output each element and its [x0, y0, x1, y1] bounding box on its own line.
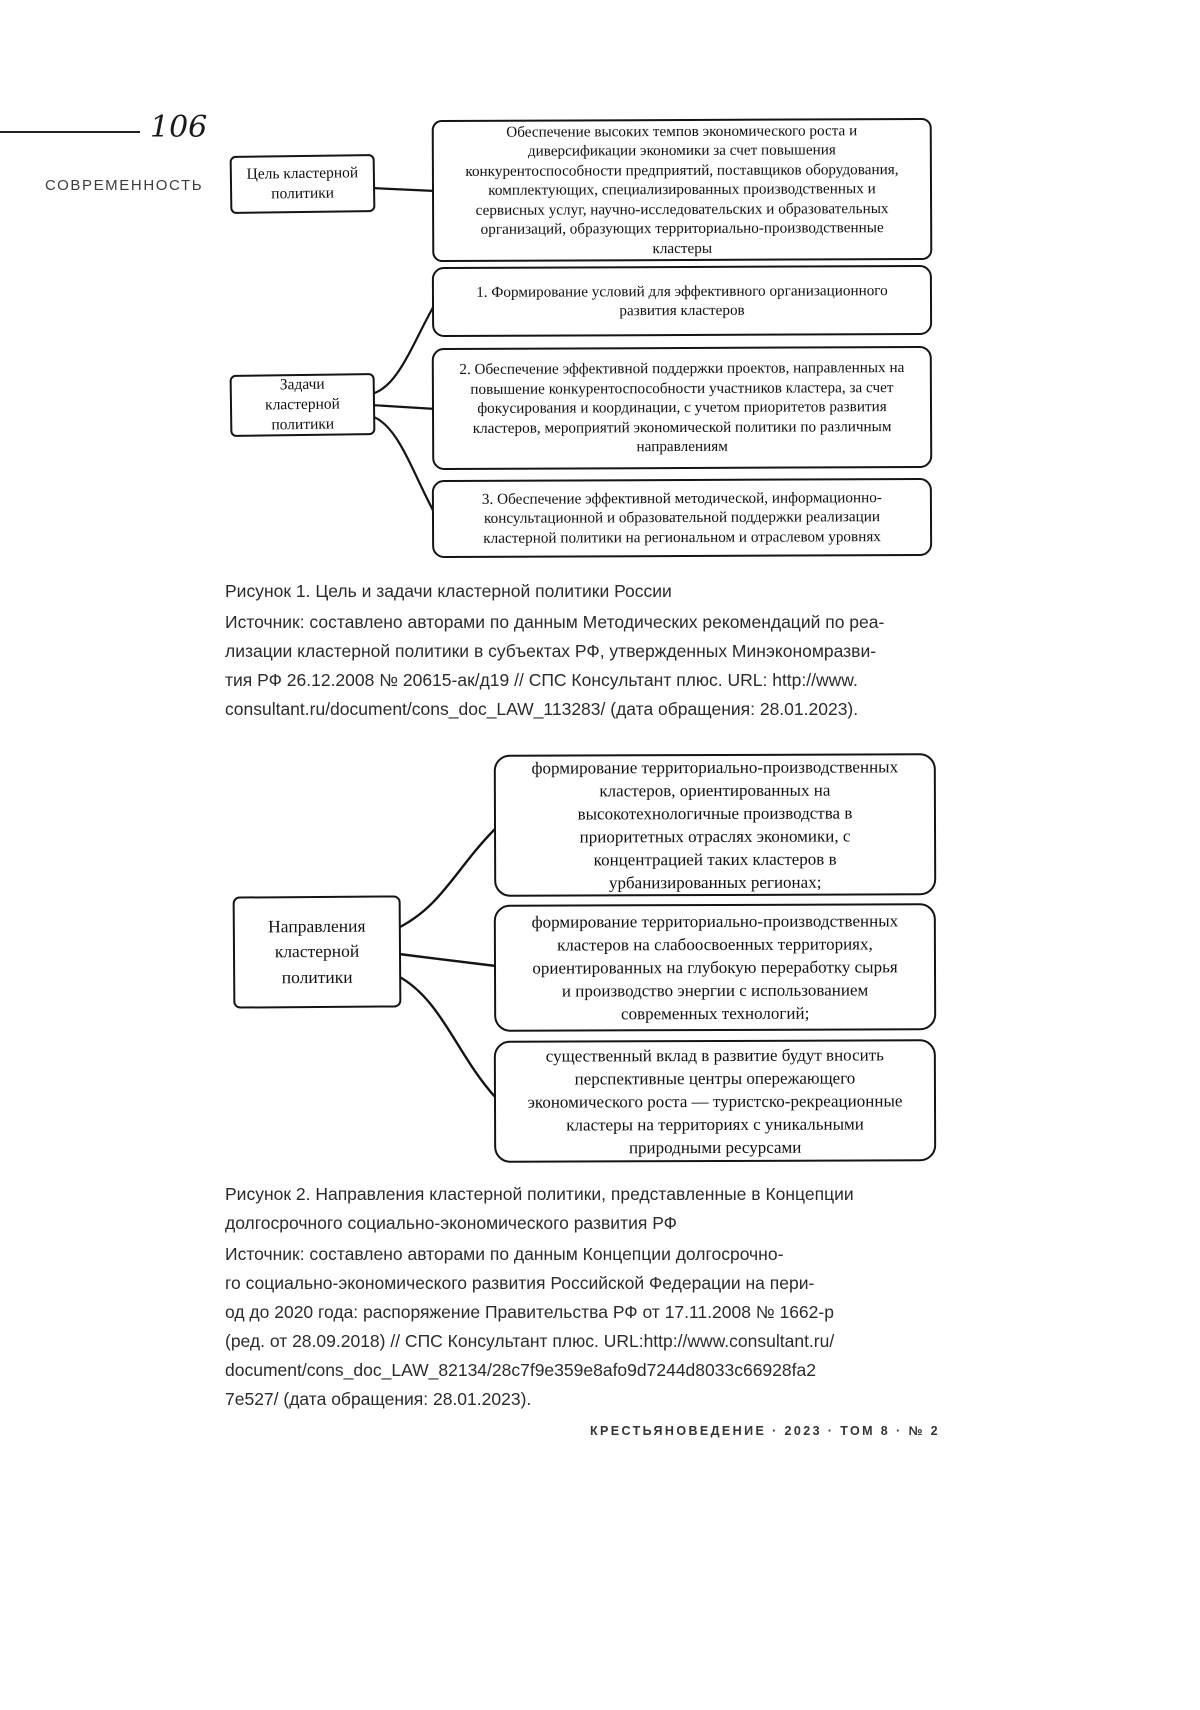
task-box-3: 3. Обеспечение эффективной методической,… [431, 477, 933, 559]
direction-box-1: формирование территориально-производстве… [493, 753, 937, 897]
goal-text-box: Обеспечение высоких темпов экономическог… [431, 117, 933, 263]
direction-text-3: существенный вклад в развитие будут внос… [527, 1044, 903, 1157]
task-text-3: 3. Обеспечение эффективной методической,… [481, 488, 882, 547]
figure2-source: Источник: составлено авторами по данным … [225, 1244, 835, 1409]
section-label: СОВРЕМЕННОСТЬ [45, 177, 204, 194]
direction-box-2: формирование территориально-производстве… [493, 903, 937, 1032]
directions-label-box: Направления кластерной политики [232, 895, 402, 1009]
task-text-1: 1. Формирование условий для эффективного… [476, 281, 888, 320]
journal-footer: КРЕСТЬЯНОВЕДЕНИЕ · 2023 · ТОМ 8 · № 2 [589, 1424, 940, 1438]
task-box-1: 1. Формирование условий для эффективного… [431, 264, 933, 338]
figure1-caption: Рисунок 1. Цель и задачи кластерной поли… [225, 581, 672, 601]
direction-text-1: формирование территориально-производстве… [531, 757, 899, 893]
direction-text-2: формирование территориально-производстве… [531, 911, 899, 1024]
directions-label-text: Направления кластерной политики [268, 915, 366, 987]
task-text-2: 2. Обеспечение эффективной поддержки про… [459, 359, 905, 456]
tasks-label-text: Задачи кластерной политики [264, 375, 340, 434]
task-box-2: 2. Обеспечение эффективной поддержки про… [431, 345, 933, 471]
goal-label-text: Цель кластерной политики [246, 164, 359, 203]
goal-text: Обеспечение высоких темпов экономическог… [465, 121, 899, 257]
figure2-caption: Рисунок 2. Направления кластерной полити… [225, 1184, 854, 1233]
direction-box-3: существенный вклад в развитие будут внос… [493, 1039, 937, 1163]
figure1-source: Источник: составлено авторами по данным … [225, 612, 885, 719]
goal-label-box: Цель кластерной политики [229, 153, 376, 215]
tasks-label-box: Задачи кластерной политики [229, 372, 376, 438]
header-rule [0, 131, 140, 133]
page-number: 106 [150, 110, 208, 145]
